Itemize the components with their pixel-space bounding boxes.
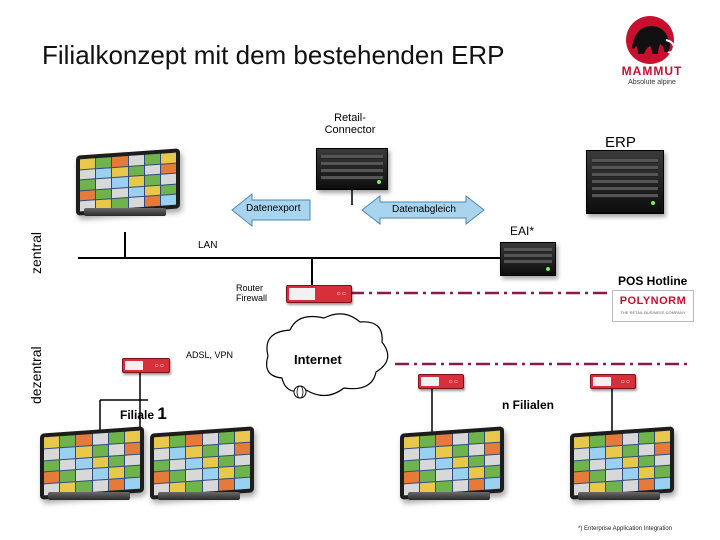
router-firewall-label: Router Firewall	[236, 283, 268, 303]
datenexport-arrow	[231, 192, 311, 228]
retail-connector-label: Retail- Connector	[324, 112, 376, 136]
n-filialen-label: n Filialen	[502, 398, 555, 412]
adsl-vpn-label: ADSL, VPN	[186, 350, 234, 360]
datenexport-label: Datenexport	[246, 203, 301, 214]
pos-terminal-filiale1-icon	[30, 426, 148, 506]
page-title: Filialkonzept mit dem bestehenden ERP	[42, 40, 505, 70]
n-filialen-router-1-icon: ○○	[418, 374, 464, 389]
datenabgleich-label: Datenabgleich	[392, 204, 456, 215]
filiale-number: 1	[157, 404, 167, 423]
lan-label: LAN	[198, 240, 218, 251]
dezentral-label: dezentral	[28, 346, 44, 404]
footnote: *) Enterprise Application Integration	[578, 526, 673, 532]
polynorm-name: POLYNORM	[619, 295, 687, 307]
logo-name: MAMMUT	[621, 64, 683, 78]
filiale-label: Filiale 1	[120, 404, 167, 424]
pos-hotline-label: POS Hotline	[618, 274, 688, 288]
logo-tagline: Absolute alpine	[628, 79, 676, 86]
eai-server-icon	[500, 242, 556, 276]
polynorm-tagline: THE RETAIL BUSINESS COMPANY	[620, 310, 686, 315]
internet-label: Internet	[294, 352, 342, 367]
erp-label: ERP	[605, 134, 636, 151]
retail-connector-server-icon	[316, 148, 388, 190]
pos-terminal-central-icon	[66, 148, 184, 218]
zentral-label: zentral	[28, 231, 44, 274]
datenabgleich-arrow	[361, 194, 485, 226]
cloud-icon	[266, 313, 389, 397]
erp-server-icon	[586, 150, 664, 214]
pos-terminal-filiale-n2-icon	[560, 426, 678, 506]
filiale-text: Filiale	[120, 408, 155, 422]
pos-terminal-filiale-n1-icon	[390, 426, 508, 506]
filiale-router-icon: ○○	[122, 358, 170, 373]
pos-terminal-filiale1-b-icon	[140, 426, 258, 506]
eai-label: EAI*	[510, 224, 535, 238]
mammoth-logo-icon	[626, 16, 676, 64]
router-firewall-icon: ○○	[286, 285, 352, 303]
n-filialen-router-2-icon: ○○	[590, 374, 636, 389]
polynorm-logo: POLYNORM THE RETAIL BUSINESS COMPANY	[612, 290, 694, 322]
